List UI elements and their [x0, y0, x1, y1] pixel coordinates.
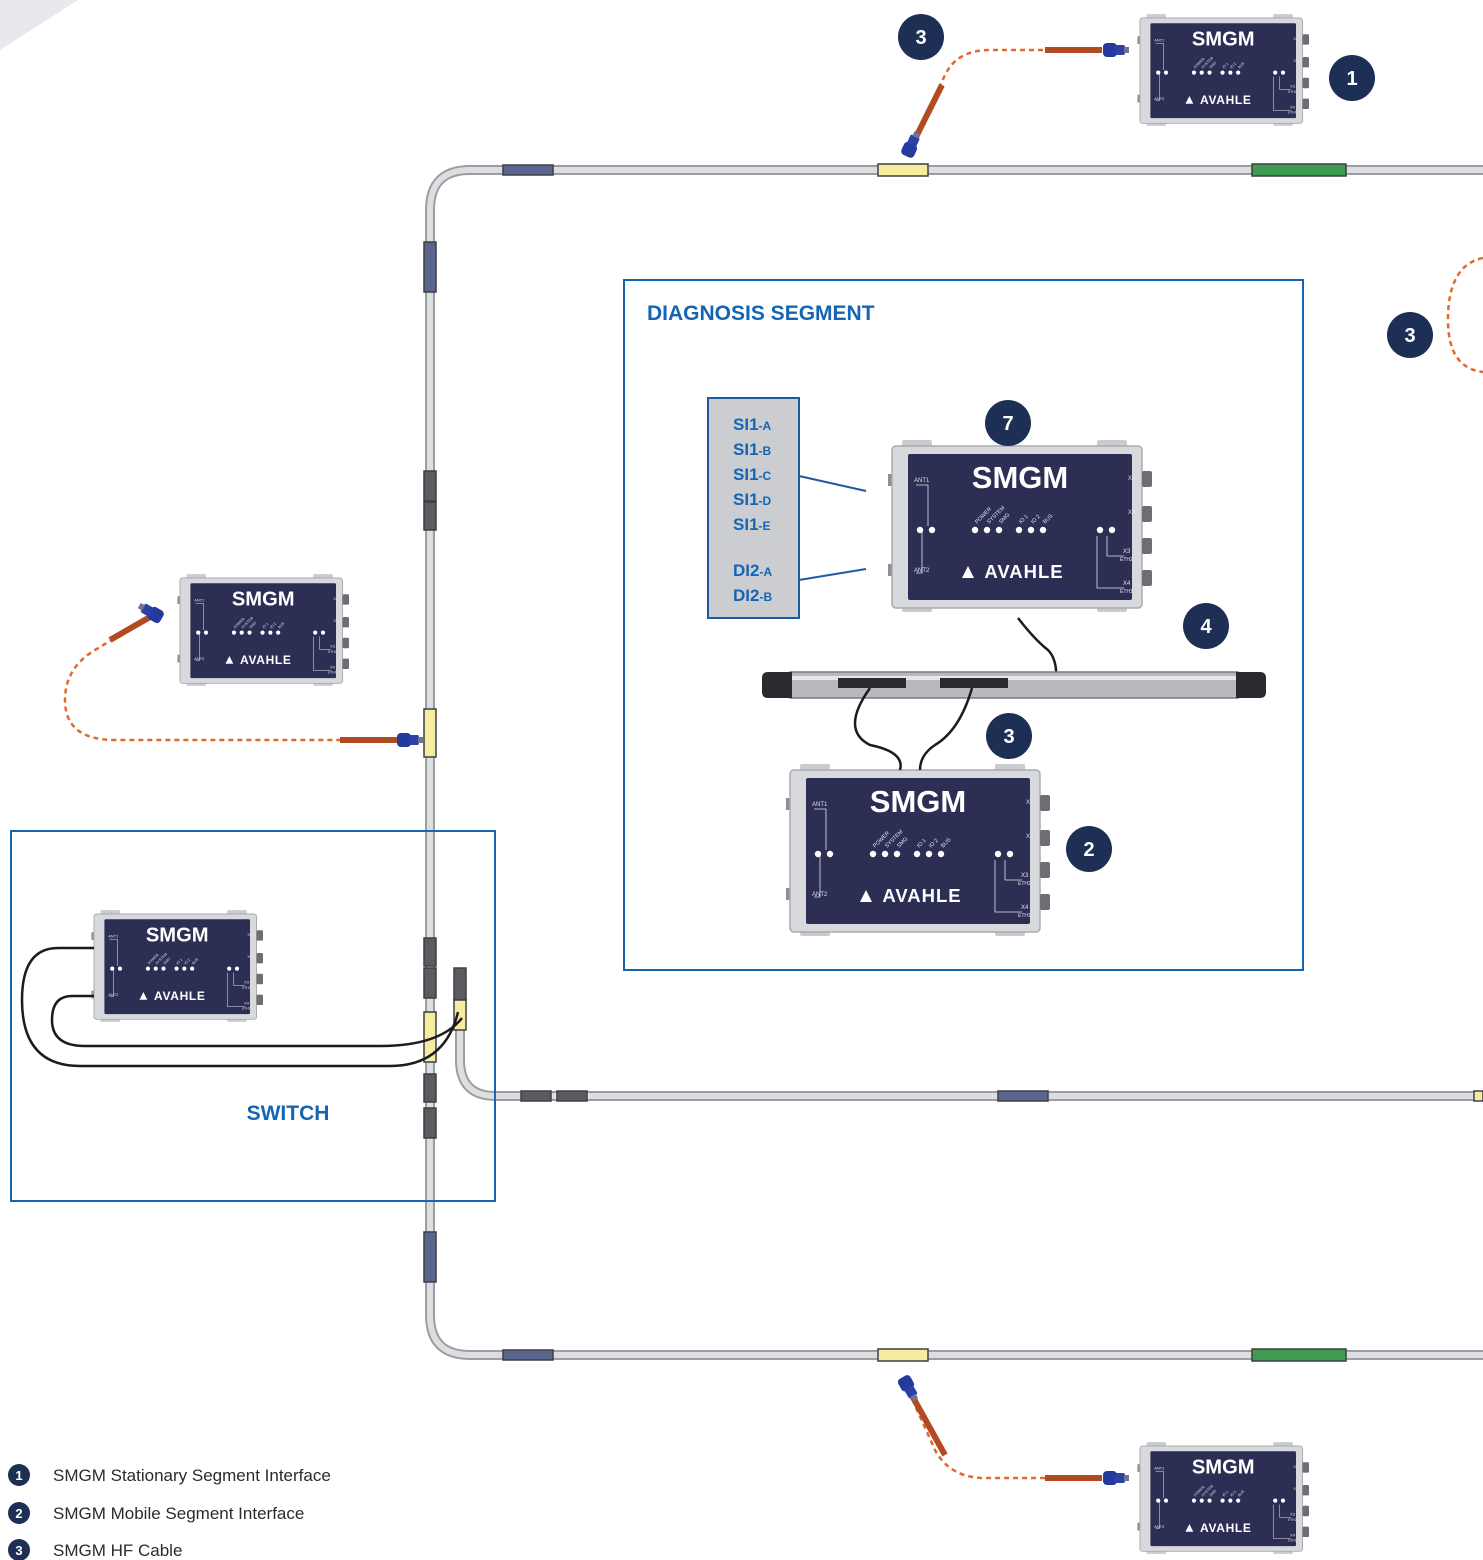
diagnosis-bar-cable	[1017, 617, 1058, 685]
svg-text:4: 4	[1200, 616, 1212, 638]
legend-item-2: 2 SMGM Mobile Segment Interface	[8, 1502, 304, 1524]
svg-text:2: 2	[15, 1506, 22, 1521]
segment-bar	[762, 671, 1266, 699]
signal-line-si	[798, 475, 867, 492]
signal-si-1e: SI1-E	[733, 515, 771, 534]
hf-cable-bottom	[896, 1373, 1129, 1485]
corner-decoration	[0, 0, 78, 50]
svg-text:3: 3	[1003, 726, 1014, 748]
switch-box	[10, 830, 496, 1202]
legend-label: SMGM Stationary Segment Interface	[53, 1466, 331, 1485]
hf-cable-top	[899, 43, 1129, 160]
signal-di-2a: DI2-A	[733, 561, 772, 580]
hf-cable-right	[1446, 256, 1483, 374]
legend-label: SMGM Mobile Segment Interface	[53, 1504, 304, 1523]
legend-label: SMGM HF Cable	[53, 1541, 182, 1560]
signal-si-1b: SI1-B	[733, 440, 772, 459]
badge-right-edge: 3	[1387, 312, 1433, 358]
svg-text:1: 1	[1346, 68, 1357, 90]
switch-cables	[20, 946, 463, 1068]
badge-diagnosis-module: 7	[985, 400, 1031, 446]
badge-segment-bar: 4	[1183, 603, 1229, 649]
badge-top-left: 3	[898, 14, 944, 60]
badge-top-right: 1	[1329, 55, 1375, 101]
switch-label: SWITCH	[247, 1102, 330, 1125]
badge-mobile-module: 2	[1066, 826, 1112, 872]
rail-connectors	[423, 163, 1483, 1362]
signal-line-di	[798, 568, 867, 581]
rail-system	[425, 165, 1483, 1360]
smgm-stationary-bottom	[1136, 1441, 1310, 1555]
diagnosis-segment-box	[623, 279, 1304, 971]
diagnosis-segment-title: DIAGNOSIS SEGMENT	[647, 302, 875, 325]
smgm-module-switch	[90, 909, 264, 1023]
svg-text:7: 7	[1002, 413, 1013, 435]
signal-di-2b: DI2-B	[733, 586, 772, 605]
signal-si-1d: SI1-D	[733, 490, 772, 509]
svg-text:1: 1	[15, 1468, 22, 1483]
legend-item-1: 1 SMGM Stationary Segment Interface	[8, 1464, 331, 1486]
svg-text:3: 3	[1404, 325, 1415, 347]
signal-si-1a: SI1-A	[733, 415, 772, 434]
legend-item-3: 3 SMGM HF Cable	[8, 1539, 182, 1560]
badge-bar-cable: 3	[986, 713, 1032, 759]
smgm-module-left	[176, 573, 350, 687]
signal-si-1c: SI1-C	[733, 465, 772, 484]
hf-cable-left	[63, 599, 423, 747]
smgm-module-diagnosis	[887, 439, 1153, 613]
svg-text:3: 3	[15, 1543, 22, 1558]
bar-cable-2	[918, 687, 974, 771]
svg-text:3: 3	[915, 27, 926, 49]
signal-panel: SI1-A SI1-B SI1-C SI1-D SI1-E DI2-A DI2-…	[707, 397, 800, 619]
svg-text:2: 2	[1083, 839, 1094, 861]
bar-cable-1	[853, 687, 902, 771]
legend: 1 SMGM Stationary Segment Interface 2 SM…	[8, 1464, 331, 1560]
smgm-stationary-top	[1136, 13, 1310, 127]
smgm-module-mobile	[785, 763, 1051, 937]
